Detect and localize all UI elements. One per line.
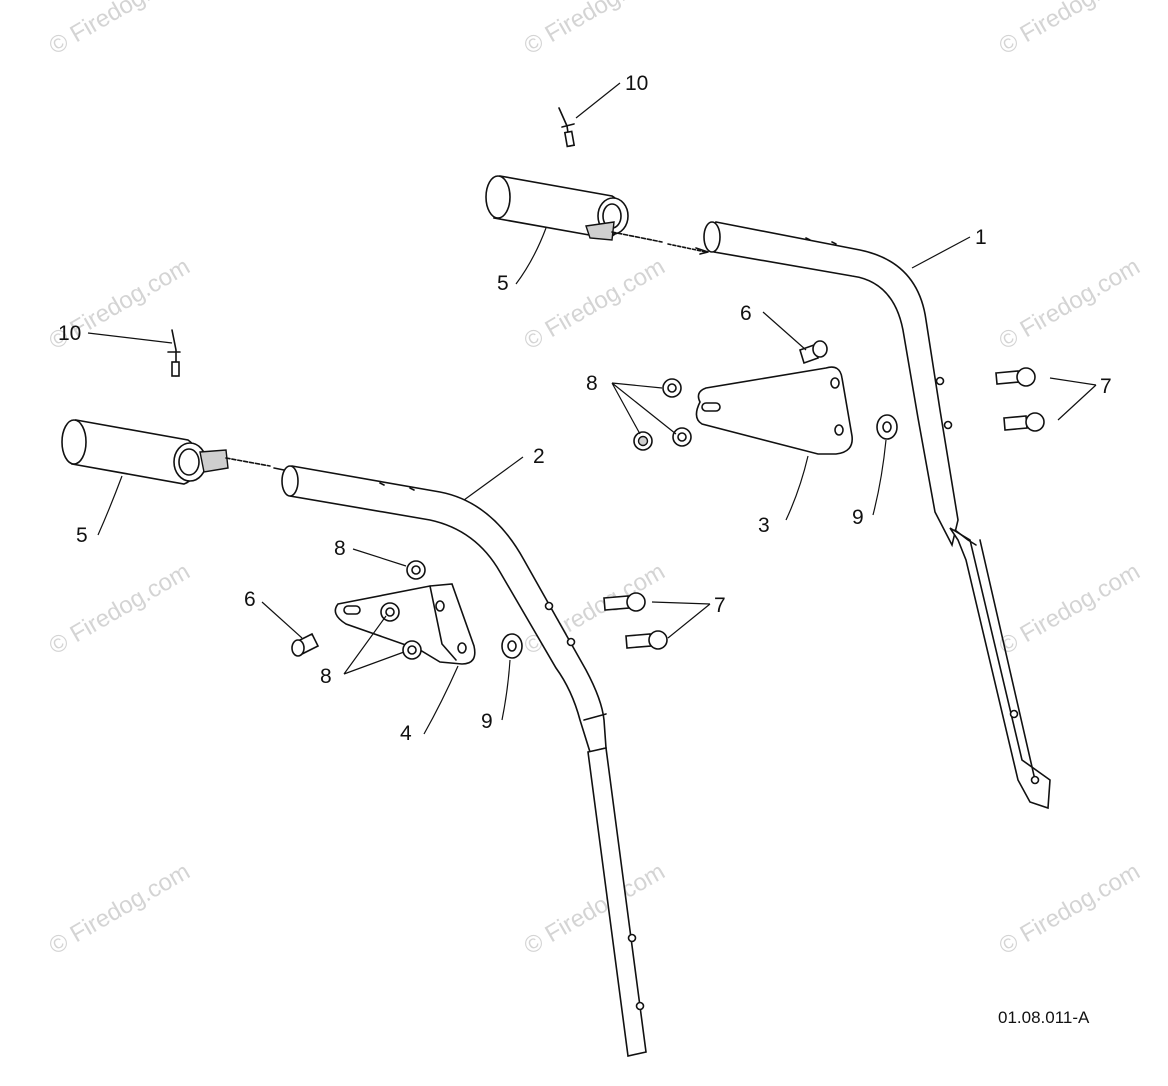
watermark: © Firedog.com (995, 253, 1145, 355)
callout-label: 9 (481, 710, 493, 733)
upper-handle-part-2 (281, 465, 647, 1057)
upper-handle-part-1 (703, 221, 1051, 810)
callout-label: 2 (533, 445, 545, 468)
watermark: © Firedog.com (520, 253, 670, 355)
watermark: © Firedog.com (520, 858, 670, 960)
watermark: © Firedog.com (995, 558, 1145, 660)
nut-part-8-left (380, 560, 426, 660)
leader-lines (87, 82, 1097, 735)
callout-label: 10 (58, 322, 81, 345)
watermark: © Firedog.com (995, 858, 1145, 960)
callout-label: 7 (1100, 375, 1112, 398)
washer-part-9-right (876, 414, 898, 440)
callout-label: 8 (586, 372, 598, 395)
carriage-bolt-part-7-right (995, 367, 1045, 432)
callout-label: 5 (76, 524, 88, 547)
callout-labels: 10 5 1 6 8 7 3 9 10 5 2 8 6 8 7 4 9 (58, 72, 1112, 745)
washer-part-9-left (501, 633, 523, 659)
wire-clip-part-10-right (558, 107, 576, 148)
bracket-part-4 (334, 583, 476, 665)
watermark: © Firedog.com (45, 0, 195, 60)
bracket-part-3 (695, 366, 853, 455)
watermark: © Firedog.com (45, 858, 195, 960)
callout-label: 9 (852, 506, 864, 529)
callout-label: 4 (400, 722, 412, 745)
watermark: © Firedog.com (995, 0, 1145, 60)
bolt-part-6-right (799, 340, 828, 365)
callout-label: 10 (625, 72, 648, 95)
callout-label: 3 (758, 514, 770, 537)
callout-label: 6 (740, 302, 752, 325)
bolt-part-6-left (291, 632, 320, 657)
callout-label: 7 (714, 594, 726, 617)
watermark-layer: © Firedog.com © Firedog.com © Firedog.co… (45, 0, 1145, 960)
nut-part-8-right (633, 378, 692, 451)
callout-label: 1 (975, 226, 987, 249)
callout-label: 6 (244, 588, 256, 611)
hand-grip-part-5-left (61, 419, 285, 485)
wire-clip-part-10-left (167, 329, 181, 377)
callout-label: 8 (320, 665, 332, 688)
carriage-bolt-part-7-left (603, 592, 668, 650)
callout-label: 5 (497, 272, 509, 295)
hand-grip-part-5-right (485, 175, 709, 255)
callout-label: 8 (334, 537, 346, 560)
document-id: 01.08.011-A (998, 1008, 1090, 1027)
watermark: © Firedog.com (520, 0, 670, 60)
watermark: © Firedog.com (45, 558, 195, 660)
